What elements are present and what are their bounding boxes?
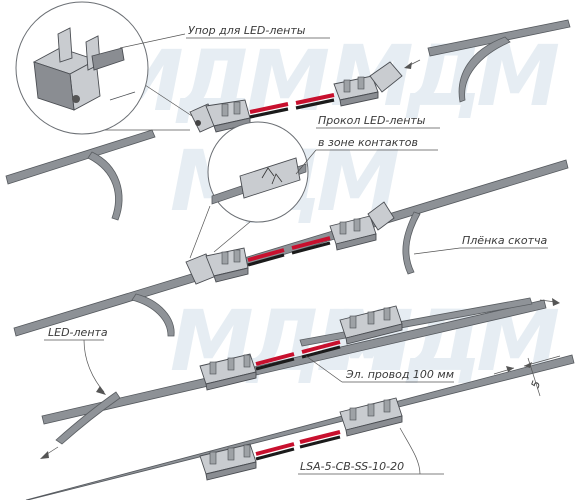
label-wire: Эл. провод 100 мм (345, 368, 454, 381)
connector-right-2 (329, 201, 395, 251)
led-strip-leader (44, 339, 105, 393)
wire-black-4b (299, 435, 341, 449)
stop-detail-drawing (32, 27, 136, 111)
tape-film-3 (131, 293, 175, 337)
wire-red-2b (291, 236, 331, 250)
label-led-strip: LED-лента (48, 326, 108, 339)
tape-film-4 (402, 211, 421, 275)
connector-left-3 (199, 353, 257, 391)
wire-red-1a (249, 102, 289, 114)
step-4 (25, 354, 575, 500)
connector-left-1 (189, 99, 251, 133)
watermark-text-1: МДМ (330, 27, 558, 125)
wire-leader (305, 355, 454, 383)
label-pierce-2: в зоне контактов (318, 136, 418, 149)
wire-red-3a (255, 352, 295, 366)
stop-leader (119, 33, 186, 49)
connector-left-4 (199, 443, 257, 481)
connector-right-4 (339, 397, 403, 437)
wire-black-3b (301, 345, 341, 359)
wire-red-2a (247, 248, 285, 262)
tape-film-1 (458, 36, 511, 103)
connector-left-2 (185, 247, 249, 285)
pierce-detail-drawing (211, 157, 307, 205)
step-3 (40, 297, 560, 459)
label-stop: Упор для LED-ленты (188, 24, 306, 37)
wire-black-4a (255, 447, 295, 461)
wire-red-1b (295, 93, 335, 105)
wire-black-3a (255, 357, 295, 371)
tape-film-5 (55, 391, 121, 445)
tape-film-2 (87, 151, 123, 221)
step-1 (5, 1, 571, 221)
step-2 (13, 121, 569, 337)
article-leader (298, 427, 444, 475)
wire-black-1b (295, 98, 335, 110)
wire-black-2a (247, 253, 285, 267)
pierce-leader (295, 127, 440, 175)
wire-red-3b (301, 340, 341, 354)
led-strip-3 (41, 299, 547, 425)
connector-right-3 (339, 305, 403, 345)
wire-black-1a (249, 107, 289, 119)
labels: Упор для LED-ленты Прокол LED-ленты в зо… (44, 24, 561, 475)
led-strip-right-1 (427, 19, 571, 57)
arrow-head-1 (404, 62, 412, 69)
wire-black-2b (291, 241, 331, 255)
tape-film-leader (413, 247, 548, 255)
wire-red-4b (299, 430, 341, 444)
label-tape-film: Плёнка скотча (462, 234, 547, 247)
label-pierce-1: Прокол LED-ленты (318, 114, 426, 127)
wire-red-4a (255, 442, 295, 456)
label-article: LSA-5-CB-SS-10-20 (300, 460, 404, 473)
led-strip-left-1 (5, 129, 156, 185)
label-width: 5 (529, 379, 544, 390)
connector-right-1 (333, 61, 403, 107)
